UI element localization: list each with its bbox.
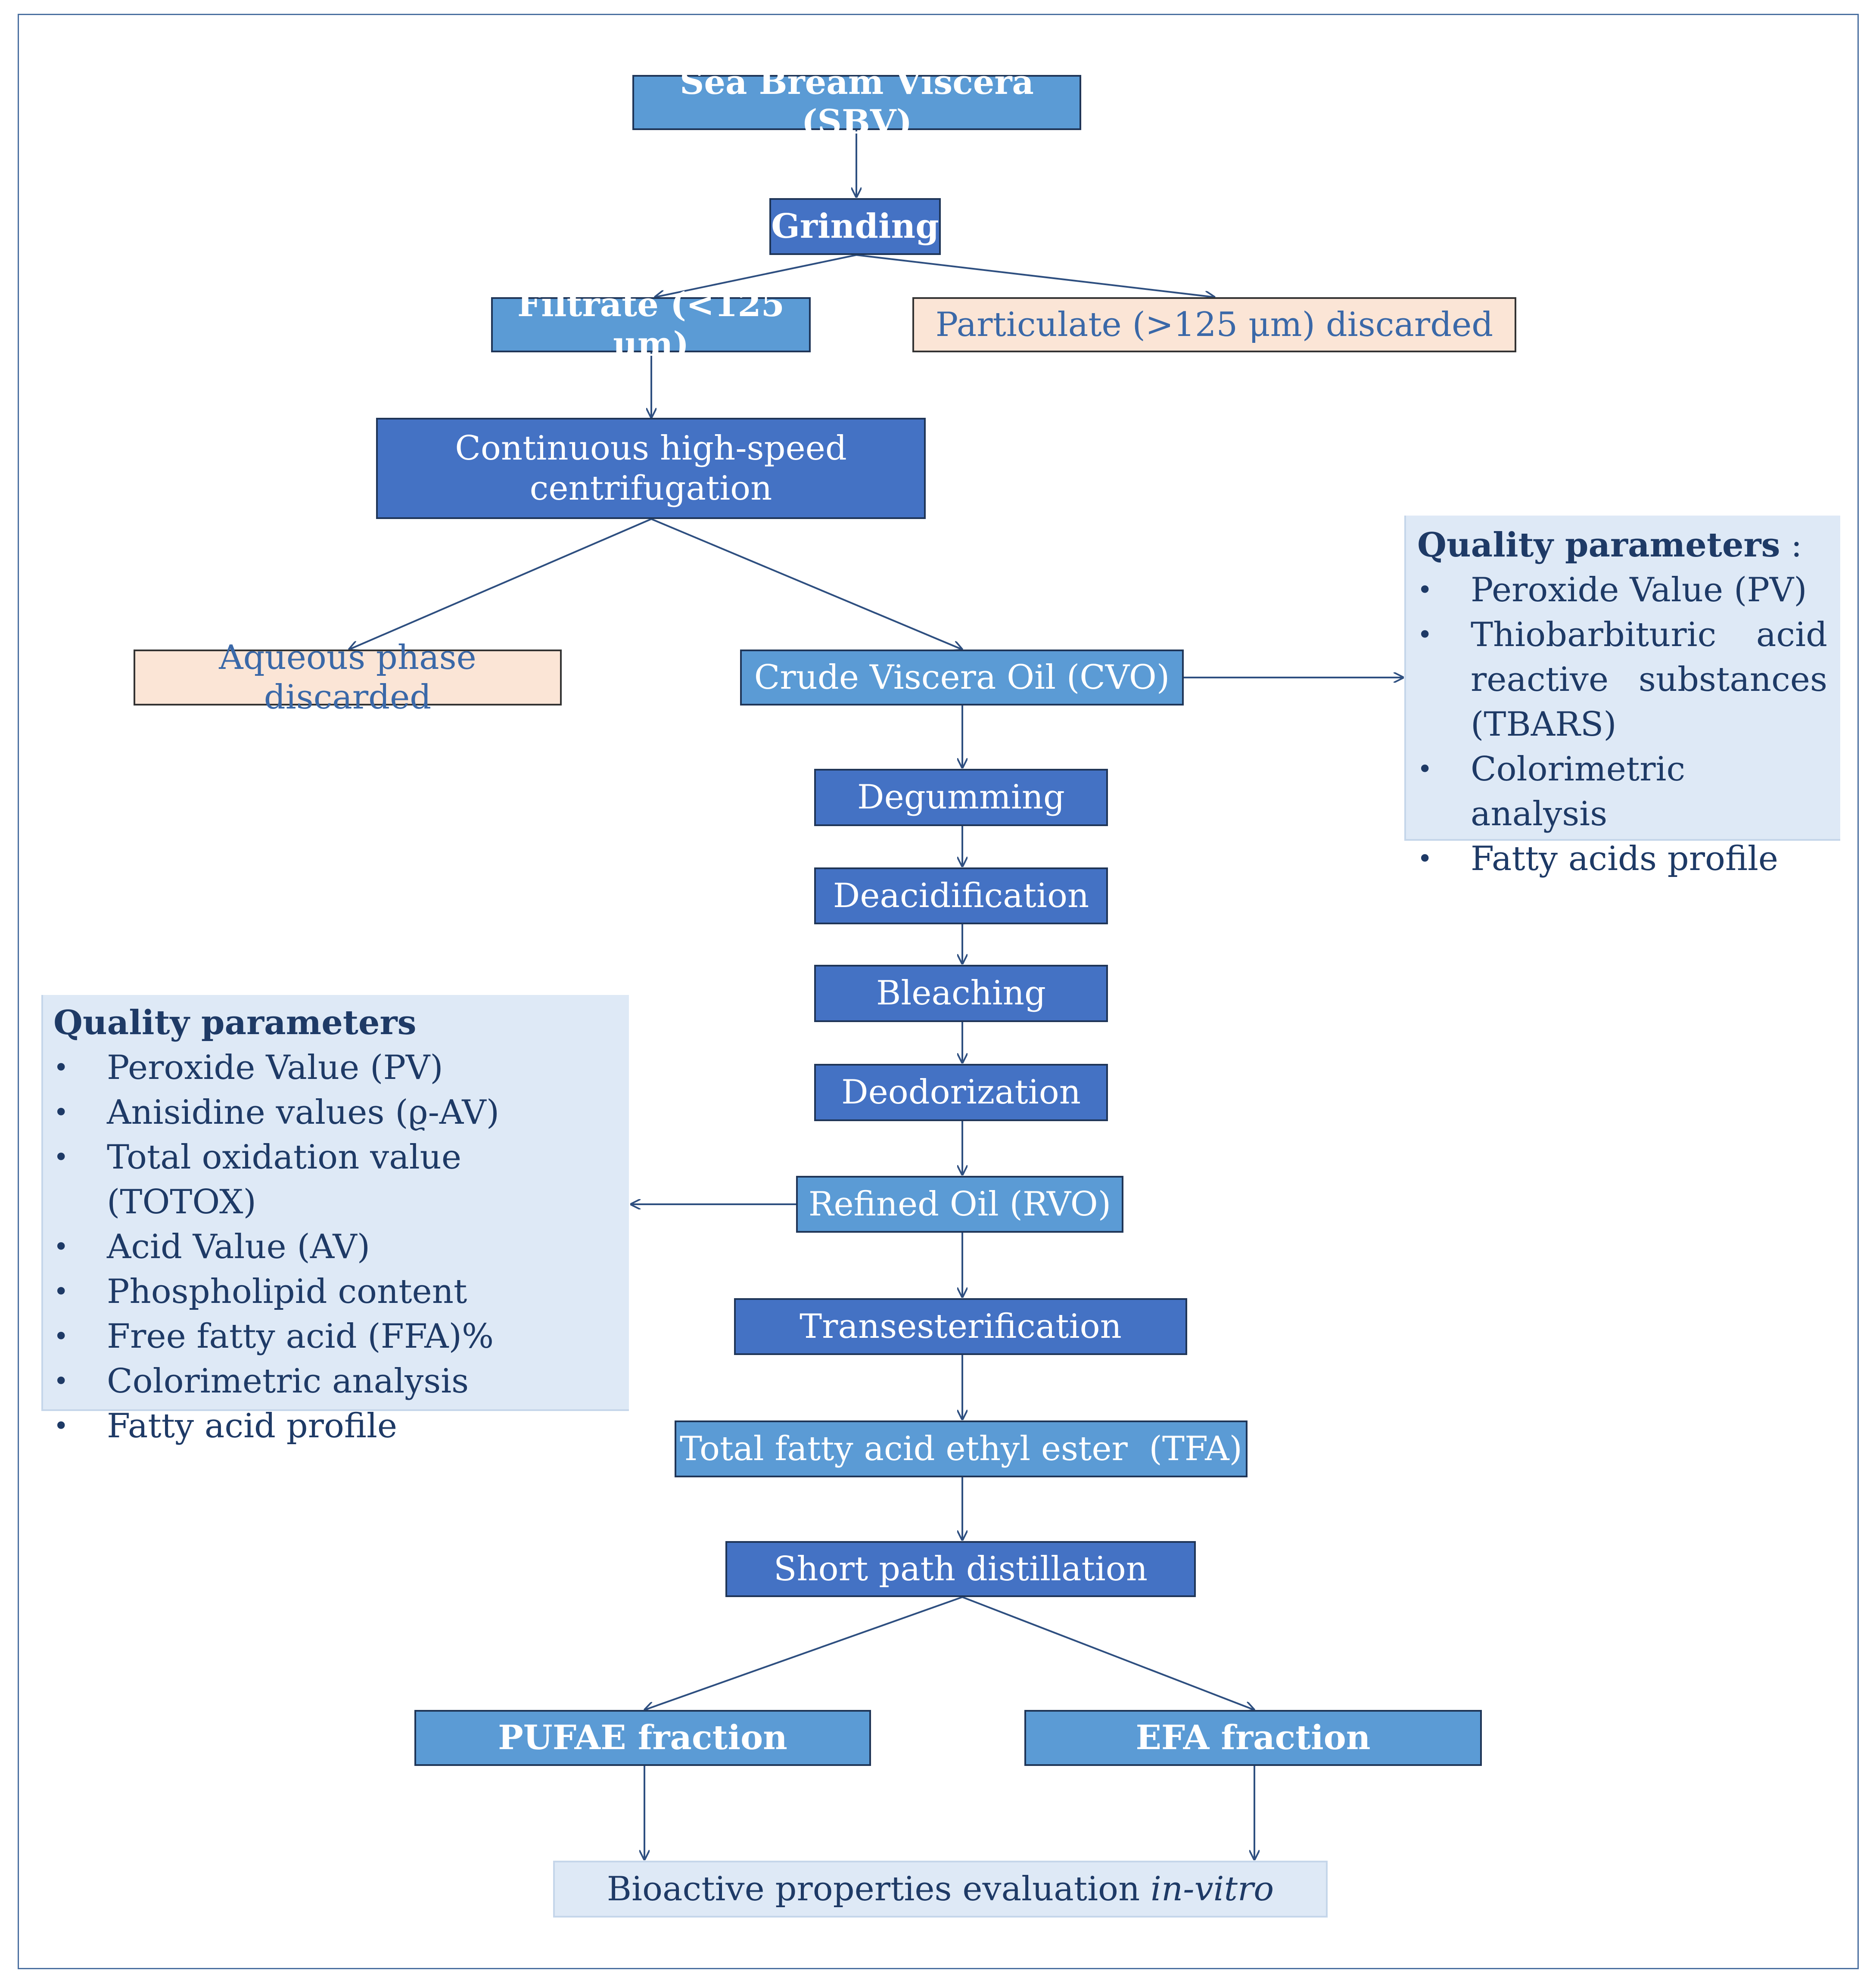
aqueous-box: Aqueous phase discarded: [134, 638, 562, 717]
quality-parameters-refined: Quality parameters • Peroxide Value (PV) …: [41, 995, 629, 1445]
degumming-box: Degumming: [814, 769, 1108, 826]
grinding-label: Grinding: [771, 206, 939, 246]
quality-crude-item-text: Peroxide Value (PV): [1471, 570, 1807, 609]
quality-refined-item: • Fatty acid profile: [53, 1404, 616, 1448]
quality-parameters-crude: Quality parameters : • Peroxide Value (PV…: [1404, 516, 1840, 878]
quality-refined-item: • Anisidine values (ϱ-AV): [53, 1090, 616, 1135]
bullet-icon: •: [53, 1321, 69, 1352]
quality-crude-item: • Thiobarbituric acid reactive substances…: [1417, 612, 1827, 747]
quality-refined-item: • Colorimetric analysis: [53, 1359, 616, 1404]
deodorization-box: Deodorization: [814, 1064, 1108, 1121]
quality-crude-item-text: Thiobarbituric acid reactive substances …: [1471, 615, 1827, 744]
transesterification-label: Transesterification: [800, 1307, 1122, 1346]
bullet-icon: •: [53, 1052, 69, 1083]
quality-crude-list: • Peroxide Value (PV) • Thiobarbituric aci…: [1417, 568, 1827, 881]
filtrate-label: Filtrate (<125 μm): [517, 285, 785, 364]
quality-refined-item-text: Fatty acid profile: [107, 1406, 398, 1445]
arrow-distillation-efa: [962, 1596, 1254, 1710]
bullet-icon: •: [53, 1231, 69, 1262]
quality-refined-list: • Peroxide Value (PV) • Anisidine values (…: [53, 1045, 616, 1448]
bullet-icon: •: [53, 1142, 69, 1172]
quality-refined-item-text: Total oxidation value (TOTOX): [107, 1138, 462, 1222]
degumming-label: Degumming: [857, 778, 1065, 817]
quality-refined-item: • Acid Value (AV): [53, 1225, 616, 1269]
aqueous-label: Aqueous phase discarded: [219, 638, 476, 717]
arrow-distillation-pufae: [644, 1596, 963, 1710]
bullet-icon: •: [1417, 843, 1433, 874]
quality-crude-item-text: Colorimetric analysis: [1471, 749, 1686, 833]
quality-crude-item: • Fatty acids profile: [1417, 836, 1827, 881]
quality-crude-title-text: Quality parameters: [1417, 525, 1780, 565]
filtrate-box: Filtrate (<125 μm): [491, 285, 811, 364]
distillation-label: Short path distillation: [774, 1549, 1148, 1588]
deacidification-label: Deacidification: [833, 876, 1089, 915]
quality-crude-title-suffix: :: [1780, 526, 1802, 565]
rvo-label: Refined Oil (RVO): [808, 1184, 1111, 1224]
bullet-icon: •: [53, 1366, 69, 1396]
bioactive-italic: in-vitro: [1151, 1869, 1274, 1908]
quality-refined-item-text: Acid Value (AV): [107, 1227, 370, 1266]
quality-refined-item: • Total oxidation value (TOTOX): [53, 1135, 616, 1225]
arrow-centrifugation-aqueous: [349, 518, 652, 650]
cvo-box: Crude Viscera Oil (CVO): [740, 650, 1184, 706]
centrifugation-box: Continuous high-speed centrifugation: [376, 418, 926, 519]
pufae-label: PUFAE fraction: [498, 1718, 787, 1757]
particulate-label: Particulate (>125 μm) discarded: [935, 305, 1493, 344]
rvo-box: Refined Oil (RVO): [796, 1176, 1123, 1233]
efa-label: EFA fraction: [1136, 1718, 1371, 1757]
quality-refined-item-text: Peroxide Value (PV): [107, 1048, 443, 1087]
sbv-label: Sea Bream Viscera (SBV): [680, 62, 1034, 142]
sbv-box: Sea Bream Viscera (SBV): [632, 63, 1081, 142]
quality-crude-item: • Colorimetric analysis: [1417, 747, 1827, 836]
efa-box: EFA fraction: [1024, 1710, 1482, 1766]
bullet-icon: •: [1417, 754, 1433, 784]
quality-refined-item-text: Free fatty acid (FFA)%: [107, 1317, 494, 1356]
transesterification-box: Transesterification: [734, 1298, 1187, 1355]
particulate-box: Particulate (>125 μm) discarded: [912, 297, 1516, 352]
bullet-icon: •: [53, 1276, 69, 1307]
bioactive-label: Bioactive properties evaluation in-vitro: [607, 1869, 1274, 1909]
bullet-icon: •: [53, 1097, 69, 1128]
tfa-box: Total fatty acid ethyl ester (TFA): [675, 1420, 1248, 1477]
quality-refined-item: • Free fatty acid (FFA)%: [53, 1314, 616, 1359]
arrow-grinding-filtrate: [655, 254, 857, 297]
quality-refined-item: • Phospholipid content: [53, 1269, 616, 1314]
arrow-grinding-particulate: [856, 254, 1215, 297]
bioactive-box: Bioactive properties evaluation in-vitro: [553, 1861, 1328, 1918]
grinding-box: Grinding: [769, 198, 941, 255]
quality-refined-item: • Peroxide Value (PV): [53, 1045, 616, 1090]
pufae-box: PUFAE fraction: [414, 1710, 871, 1766]
distillation-box: Short path distillation: [725, 1541, 1196, 1597]
bullet-icon: •: [1417, 575, 1433, 605]
arrow-centrifugation-cvo: [651, 518, 962, 650]
tfa-label: Total fatty acid ethyl ester (TFA): [680, 1429, 1242, 1468]
bullet-icon: •: [53, 1411, 69, 1441]
deacidification-box: Deacidification: [814, 867, 1108, 924]
quality-crude-item-text: Fatty acids profile: [1471, 839, 1779, 878]
quality-refined-item-text: Colorimetric analysis: [107, 1361, 469, 1401]
deodorization-label: Deodorization: [841, 1073, 1081, 1112]
quality-refined-item-text: Phospholipid content: [107, 1272, 467, 1311]
quality-crude-item: • Peroxide Value (PV): [1417, 568, 1827, 612]
quality-refined-item-text: Anisidine values (ϱ-AV): [107, 1093, 500, 1132]
quality-refined-title: Quality parameters: [53, 1003, 417, 1042]
bleaching-box: Bleaching: [814, 965, 1108, 1022]
bullet-icon: •: [1417, 619, 1433, 650]
cvo-label: Crude Viscera Oil (CVO): [754, 658, 1170, 697]
diagram-frame: [18, 14, 1859, 1969]
quality-crude-title: Quality parameters :: [1417, 523, 1827, 568]
centrifugation-label: Continuous high-speed centrifugation: [455, 429, 847, 508]
bleaching-label: Bleaching: [876, 974, 1046, 1013]
bioactive-text: Bioactive properties evaluation: [607, 1869, 1151, 1908]
